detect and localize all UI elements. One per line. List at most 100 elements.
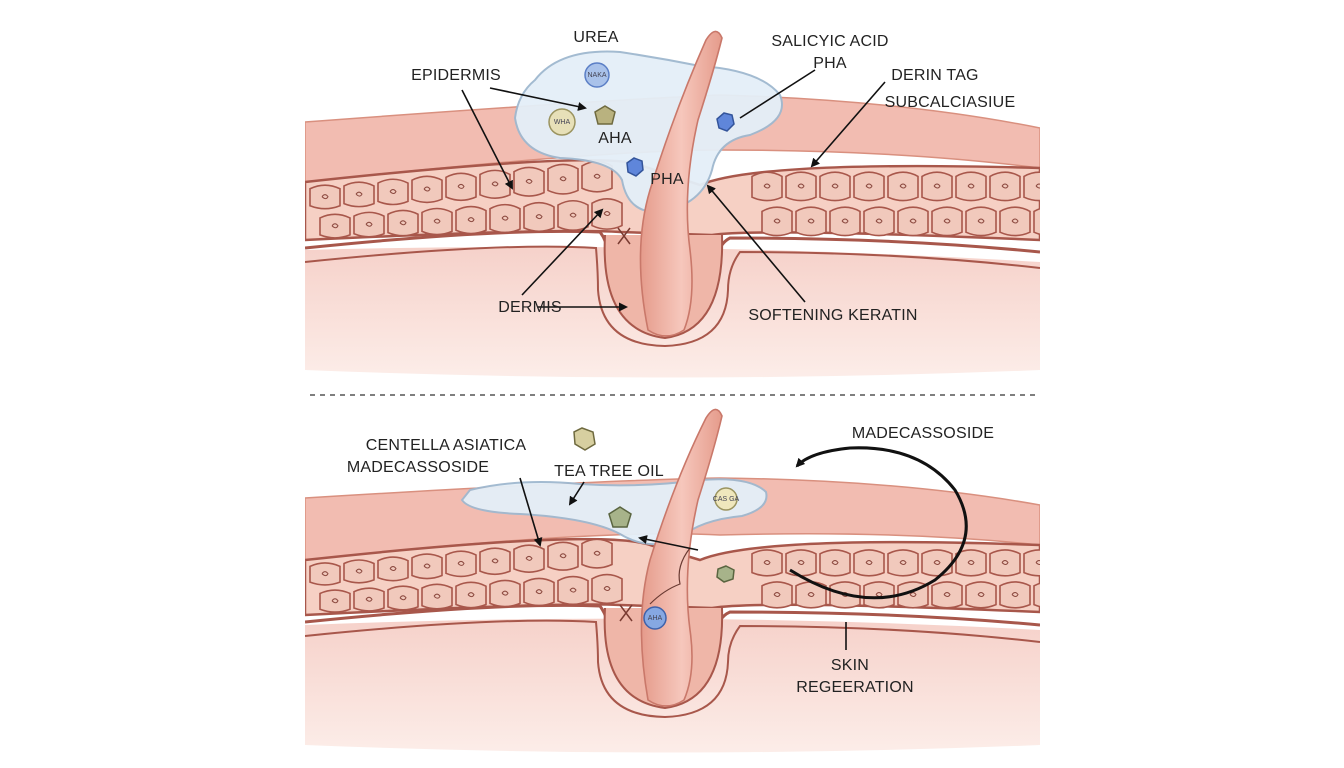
bottom-panel: CAS GA AHA CENTELLA ASIATICA MADECASSOSI… (305, 408, 1040, 753)
cell-nucleus (457, 183, 465, 189)
epidermal-cell (445, 172, 477, 202)
arrow-into-gel (638, 535, 699, 551)
epidermal-cell (887, 171, 919, 202)
cell-nucleus (763, 183, 771, 189)
cell-nucleus (807, 218, 815, 224)
cell-nucleus (831, 183, 839, 189)
epidermal-cell (1033, 207, 1040, 236)
cell-nucleus (593, 173, 601, 179)
cell-nucleus (1046, 219, 1052, 223)
epidermal-cell (411, 175, 443, 204)
cell-nucleus (491, 181, 499, 187)
epidermal-cell (547, 163, 579, 195)
cell-nucleus (763, 560, 771, 565)
cell-nucleus (1001, 560, 1009, 565)
pointer-salicylic (739, 69, 816, 119)
epidermal-cell (489, 579, 521, 608)
cell-nucleus (331, 223, 339, 229)
label-tea-tree-oil: TEA TREE OIL (554, 463, 664, 480)
cell-nucleus (933, 560, 941, 565)
top-gel-blob (513, 50, 783, 214)
epidermal-cell (411, 553, 443, 580)
epidermal-cell (853, 171, 885, 202)
bottom-hair-shaft (640, 408, 723, 707)
epidermal-cell (547, 541, 579, 571)
cell-nucleus (467, 592, 475, 598)
crack-line (649, 547, 691, 605)
cell-nucleus (535, 589, 543, 595)
arrow-softening-keratin (706, 184, 806, 303)
cell-nucleus (501, 590, 509, 596)
epidermal-cell (819, 549, 851, 577)
epidermal-cell (479, 547, 511, 576)
epidermal-cell (955, 171, 987, 202)
cell-nucleus (899, 183, 907, 189)
cell-nucleus (457, 560, 465, 566)
cell-nucleus (389, 566, 397, 572)
epidermal-cell (853, 549, 885, 577)
epidermal-cell (591, 198, 623, 230)
arrow-derin-tag (810, 81, 886, 168)
epidermal-cell (921, 549, 953, 577)
cell-nucleus (525, 555, 533, 561)
bottom-molecule-blue-ball: AHA (643, 606, 667, 630)
cell-nucleus (967, 183, 975, 189)
epidermal-cell (761, 206, 793, 237)
top-arrows (461, 69, 886, 312)
cell-nucleus (389, 189, 397, 195)
label-subcal: SUBCALCIASIUE (885, 94, 1016, 111)
cell-nucleus (433, 593, 441, 599)
epidermal-cell (319, 589, 351, 613)
cell-nucleus (875, 218, 883, 224)
epidermal-cell (751, 549, 783, 577)
epidermal-cell (751, 171, 783, 202)
epidermal-cell (445, 550, 477, 578)
epidermal-cell (455, 205, 487, 235)
epidermal-cell (931, 206, 963, 237)
epidermal-cell (989, 549, 1021, 577)
cell-nucleus (865, 183, 873, 189)
epidermal-cell (489, 203, 521, 234)
label-pha-top: PHA (813, 55, 847, 72)
cell-nucleus (365, 221, 373, 227)
cell-nucleus (865, 560, 873, 565)
bottom-x-mark (619, 604, 633, 622)
label-madecassoside-right: MADECASSOSIDE (852, 425, 994, 442)
cell-nucleus (831, 560, 839, 565)
cell-nucleus (943, 592, 951, 597)
epidermal-cell (785, 171, 817, 202)
epidermal-cell (455, 581, 487, 609)
arrow-epidermis-to-gel (489, 87, 587, 111)
cell-nucleus (423, 186, 431, 192)
label-salicylic-acid: SALICYIC ACID (771, 33, 888, 50)
label-derin-tag: DERIN TAG (891, 67, 978, 84)
cell-nucleus (355, 568, 363, 574)
epidermal-cell (309, 184, 341, 210)
cell-nucleus (535, 214, 543, 220)
cell-nucleus (933, 183, 941, 189)
epidermal-cell (887, 549, 919, 577)
olive-ball-text: WHA (554, 119, 571, 126)
epidermal-cell (897, 206, 929, 237)
label-skin: SKIN (831, 657, 869, 674)
cell-nucleus (569, 587, 577, 593)
blue-ball-text-bottom: AHA (648, 615, 663, 622)
cell-nucleus (423, 563, 431, 569)
cell-nucleus (773, 218, 781, 224)
cell-nucleus (491, 558, 499, 564)
cell-nucleus (797, 183, 805, 189)
top-molecule-blue-hex-mid (626, 157, 644, 177)
cell-nucleus (569, 212, 577, 218)
label-centella-asiatica: CENTELLA ASIATICA (366, 437, 527, 454)
bottom-molecule-olive-ball: CAS GA (713, 487, 740, 511)
label-epidermis: EPIDERMIS (411, 67, 501, 84)
epidermal-cell (479, 169, 511, 199)
cell-nucleus (365, 596, 373, 602)
top-panel: NAKA WHA UREA EPIDERMIS SALICYIC ACID PH… (305, 29, 1052, 378)
label-madecassoside-left: MADECASSOSIDE (347, 459, 489, 476)
cell-nucleus (399, 595, 407, 601)
epidermal-cell (581, 538, 613, 569)
epidermal-cell (795, 206, 827, 237)
epidermal-cell (1023, 171, 1040, 202)
regeneration-cycle-arrow (789, 446, 968, 600)
